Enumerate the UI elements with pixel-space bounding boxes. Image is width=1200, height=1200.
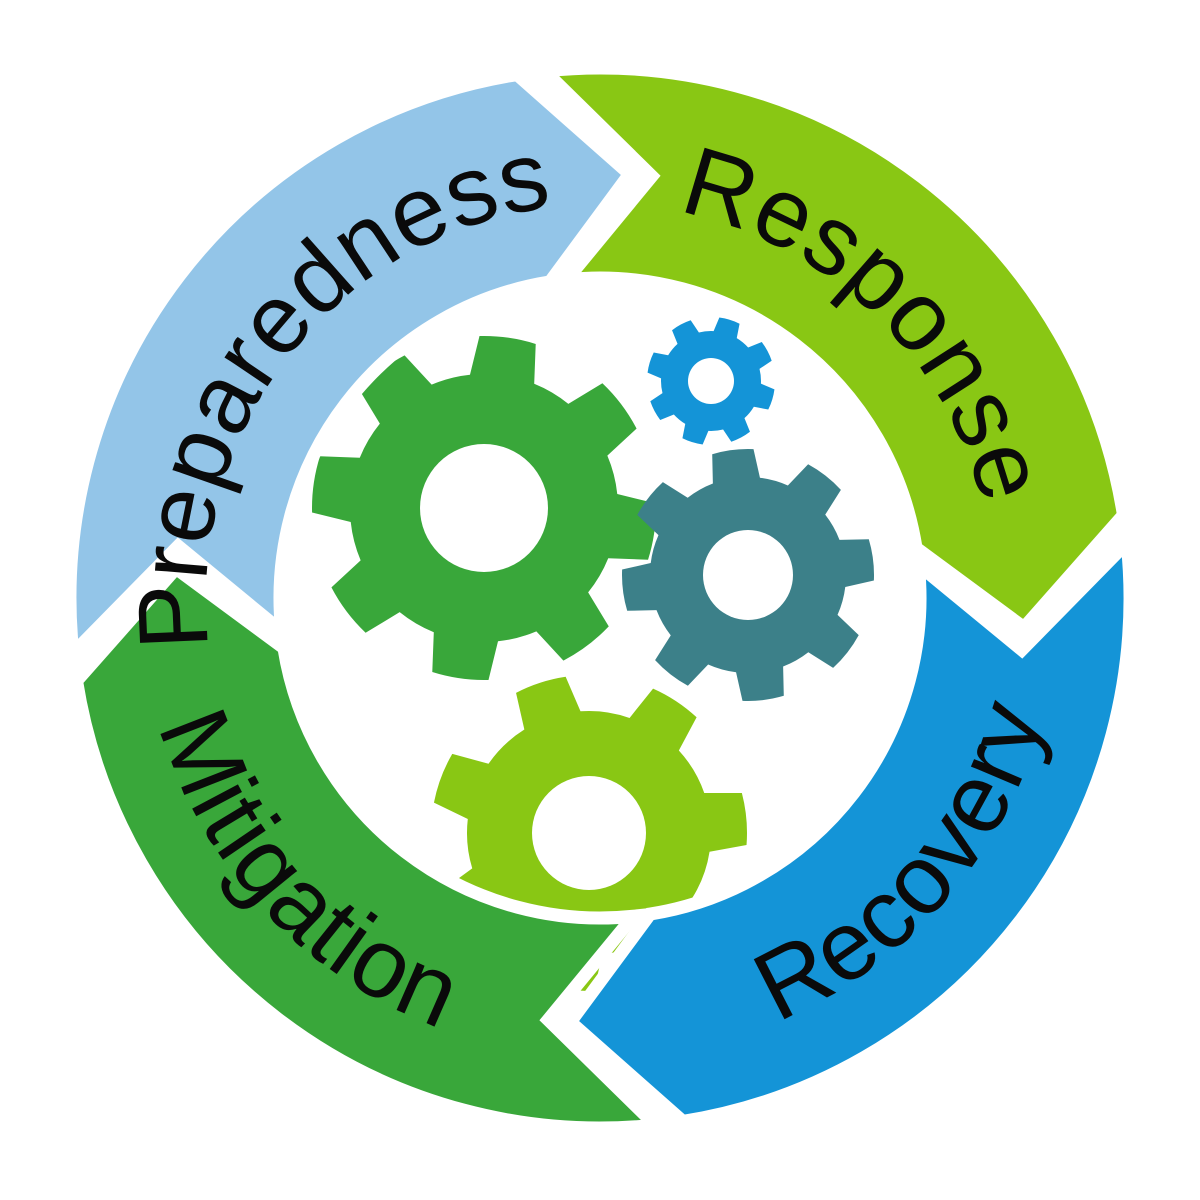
- segment-arc-preparedness: [63, 67, 639, 668]
- segment-arc-mitigation: [69, 559, 670, 1135]
- small-blue-gear-hub-hole: [688, 358, 734, 404]
- gears-group: [312, 317, 875, 991]
- segment-arc-recovery: [561, 528, 1137, 1129]
- large-green-gear-hub-hole: [420, 444, 548, 572]
- segment-arc-response: [530, 61, 1131, 637]
- lime-green-gear-hub-hole: [532, 776, 646, 890]
- teal-gear-hub-hole: [703, 530, 793, 620]
- arc-segments-group: [63, 61, 1137, 1135]
